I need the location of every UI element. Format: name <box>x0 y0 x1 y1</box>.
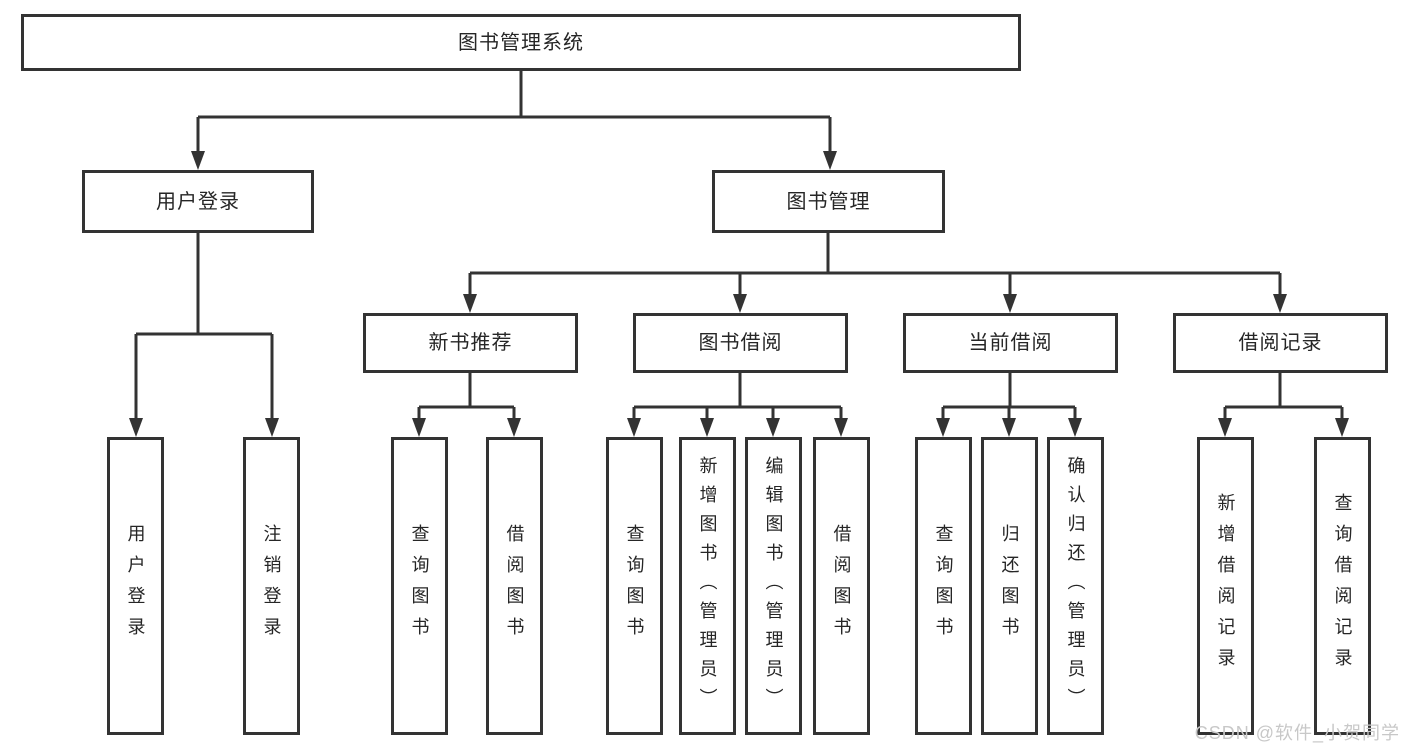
leaf-bb-add-book-admin: 新增图书（管理员） <box>679 437 736 735</box>
node-new-book-recommend: 新书推荐 <box>363 313 578 373</box>
arrow-icon <box>700 418 714 437</box>
leaf-nbr-borrow-books: 借阅图书 <box>486 437 543 735</box>
leaf-bb-edit-book-admin: 编辑图书（管理员） <box>745 437 802 735</box>
node-book-management: 图书管理 <box>712 170 945 233</box>
node-current-borrowing: 当前借阅 <box>903 313 1118 373</box>
arrow-icon <box>191 151 205 170</box>
arrow-icon <box>412 418 426 437</box>
arrow-icon <box>1068 418 1082 437</box>
leaf-bb-borrow-books: 借阅图书 <box>813 437 870 735</box>
arrow-icon <box>1335 418 1349 437</box>
leaf-user-login: 用户登录 <box>107 437 164 735</box>
leaf-bb-query-books: 查询图书 <box>606 437 663 735</box>
arrow-icon <box>1218 418 1232 437</box>
csdn-watermark: CSDN @软件_小贺同学 <box>1194 723 1400 743</box>
node-root: 图书管理系统 <box>21 14 1021 71</box>
arrow-icon <box>733 294 747 313</box>
arrow-icon <box>507 418 521 437</box>
arrow-icon <box>1003 294 1017 313</box>
arrow-icon <box>1273 294 1287 313</box>
arrow-icon <box>823 151 837 170</box>
arrow-icon <box>766 418 780 437</box>
arrow-icon <box>1002 418 1016 437</box>
leaf-nbr-query-books: 查询图书 <box>391 437 448 735</box>
arrow-icon <box>834 418 848 437</box>
node-borrow-records: 借阅记录 <box>1173 313 1388 373</box>
arrow-icon <box>627 418 641 437</box>
node-book-borrowing: 图书借阅 <box>633 313 848 373</box>
leaf-br-query-record: 查询借阅记录 <box>1314 437 1371 735</box>
leaf-cb-query-books: 查询图书 <box>915 437 972 735</box>
arrow-icon <box>129 418 143 437</box>
leaf-cb-confirm-return-admin: 确认归还（管理员） <box>1047 437 1104 735</box>
leaf-br-add-record: 新增借阅记录 <box>1197 437 1254 735</box>
arrow-icon <box>463 294 477 313</box>
arrow-icon <box>265 418 279 437</box>
arrow-icon <box>936 418 950 437</box>
leaf-logout: 注销登录 <box>243 437 300 735</box>
node-user-login: 用户登录 <box>82 170 314 233</box>
leaf-cb-return-books: 归还图书 <box>981 437 1038 735</box>
